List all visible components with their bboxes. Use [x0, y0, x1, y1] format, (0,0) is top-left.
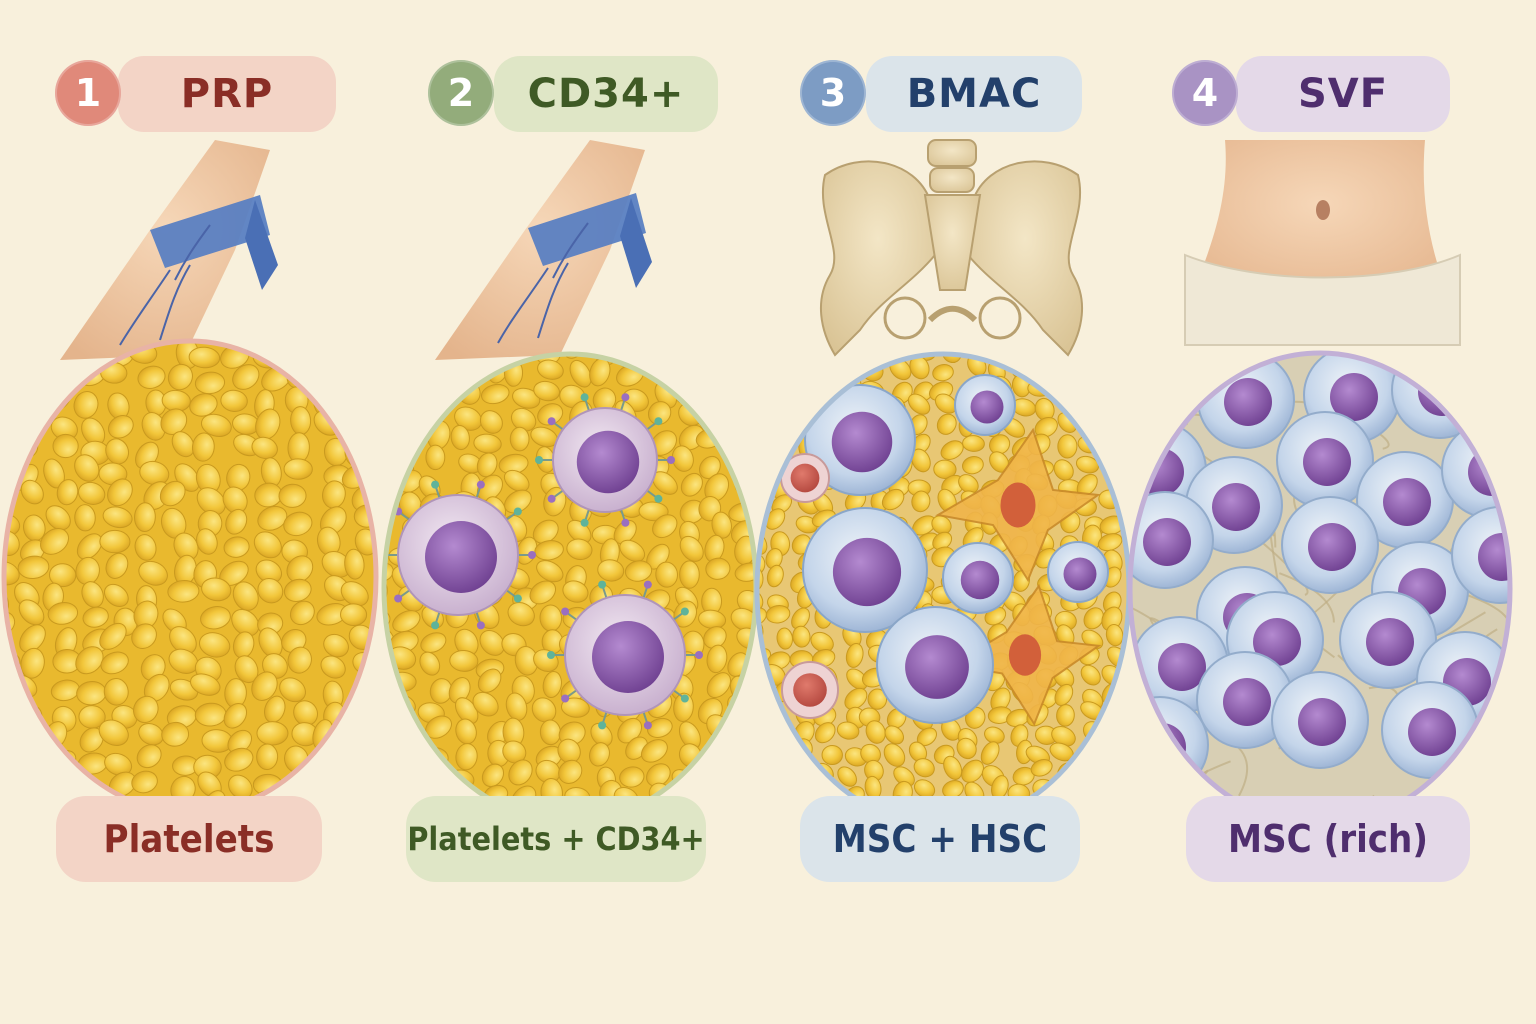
svf-micrograph: [1127, 350, 1513, 828]
panel-title: BMAC: [906, 71, 1042, 117]
label-msc-hsc: MSC + HSC: [800, 796, 1080, 882]
title-pill-bmac: BMAC: [866, 56, 1082, 132]
title-pill-svf: SVF: [1236, 56, 1450, 132]
title-pill-prp: PRP: [118, 56, 336, 132]
pelvis-bone-icon: [819, 139, 1084, 357]
arm-tourniquet-icon: [435, 140, 652, 360]
title-pill-cd34: CD34+: [494, 56, 718, 132]
platelets-micrograph: [1, 338, 379, 816]
label-platelets-cd34: Platelets + CD34+: [406, 796, 706, 882]
label-platelets: Platelets: [56, 796, 322, 882]
panel-title: PRP: [180, 71, 274, 117]
step-badge: 3: [800, 60, 866, 126]
arm-tourniquet-icon: [60, 140, 278, 360]
abdomen-icon: [1184, 140, 1461, 346]
step-badge: 4: [1172, 60, 1238, 126]
cd34-micrograph: [381, 351, 759, 825]
bmac-micrograph: [754, 351, 1132, 829]
label-msc-rich: MSC (rich): [1186, 796, 1470, 882]
panel-title: SVF: [1297, 71, 1389, 117]
step-badge: 2: [428, 60, 494, 126]
step-badge: 1: [55, 60, 121, 126]
panel-title: CD34+: [527, 71, 685, 117]
